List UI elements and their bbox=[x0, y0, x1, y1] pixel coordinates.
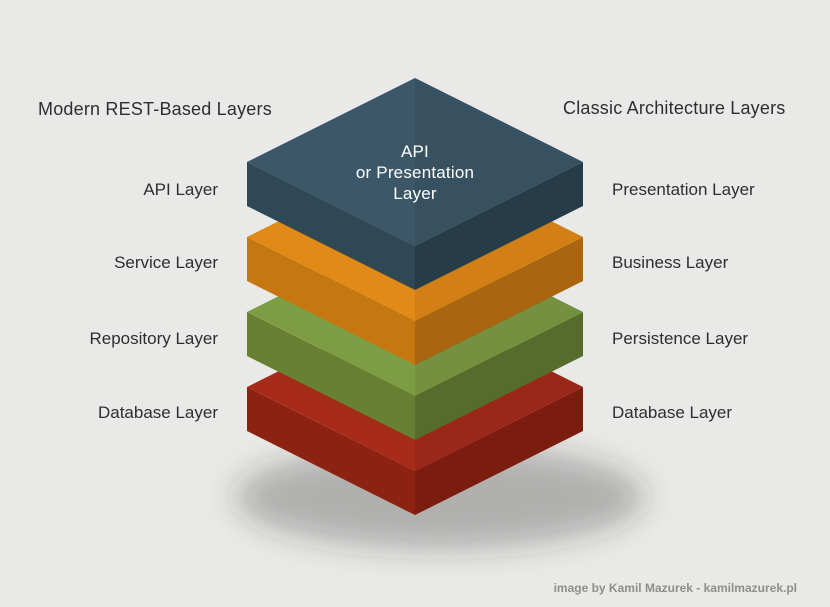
presentation-layer-label: Presentation Layer bbox=[612, 180, 755, 199]
top-layer-label-line2: or Presentation bbox=[355, 163, 475, 182]
image-credit: image by Kamil Mazurek - kamilmazurek.pl bbox=[553, 581, 797, 595]
database-layer-left-face bbox=[247, 387, 415, 515]
service-layer-left-face bbox=[247, 237, 415, 365]
top-layer-label: API or Presentation Layer bbox=[265, 141, 565, 204]
api-layer-top-shade bbox=[415, 78, 583, 246]
database-layer-label-right: Database Layer bbox=[612, 403, 733, 422]
business-layer-label: Business Layer bbox=[612, 253, 729, 272]
repository-layer-left-face bbox=[247, 312, 415, 440]
persistence-layer-label: Persistence Layer bbox=[612, 329, 749, 348]
api-layer-right-face bbox=[415, 162, 583, 290]
right-column-header: Classic Architecture Layers bbox=[563, 98, 786, 118]
database-layer-label-left: Database Layer bbox=[97, 403, 218, 422]
service-layer-right-face bbox=[415, 237, 583, 365]
service-layer-label: Service Layer bbox=[114, 253, 218, 272]
top-layer-label-line1: API bbox=[400, 142, 429, 161]
api-layer-label: API Layer bbox=[143, 180, 218, 199]
api-layer-top-face bbox=[247, 78, 583, 246]
top-layer-label-line3: Layer bbox=[393, 184, 437, 203]
repository-layer-right-face bbox=[415, 312, 583, 440]
database-layer-right-face bbox=[415, 387, 583, 515]
repository-layer-label: Repository Layer bbox=[89, 329, 218, 348]
api-layer-left-face bbox=[247, 162, 415, 290]
left-column-header: Modern REST-Based Layers bbox=[38, 99, 272, 119]
api-layer-shape bbox=[247, 78, 583, 290]
